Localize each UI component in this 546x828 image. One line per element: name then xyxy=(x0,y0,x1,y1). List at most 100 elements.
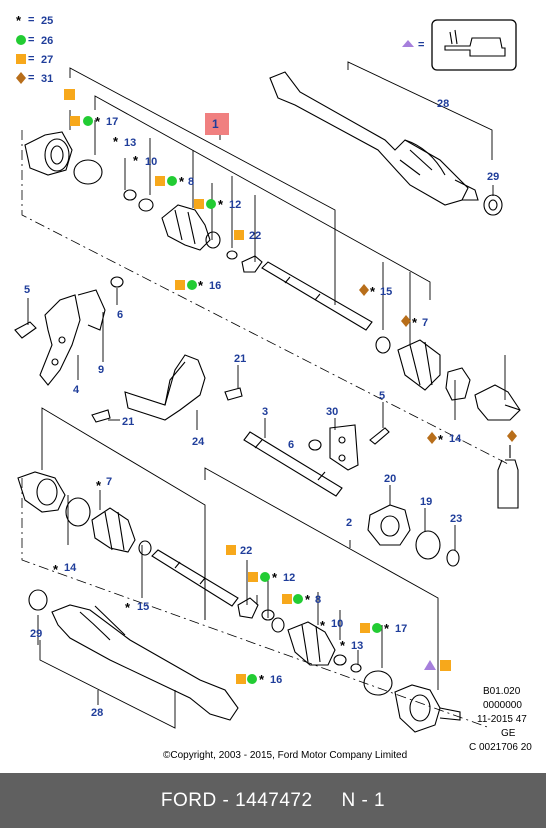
star-10a: * xyxy=(133,153,139,168)
marker-green-17a xyxy=(83,116,93,126)
clip-15-lower xyxy=(138,540,152,556)
drawing-meta: B01.020 0000000 11-2015 47 GE C 0021706 … xyxy=(469,686,532,753)
grease-tube xyxy=(497,445,519,509)
callout-21-right: 21 xyxy=(234,353,246,365)
star-13a: * xyxy=(113,134,119,149)
clamp-17-upper xyxy=(73,159,103,185)
meta-line-4: GE xyxy=(501,728,516,739)
lower-intermediate-shaft xyxy=(151,549,239,607)
star-16a: * xyxy=(198,278,204,293)
nut-6 xyxy=(110,276,124,288)
star-14a: * xyxy=(438,432,444,447)
bolt-5-left xyxy=(14,321,37,339)
marker-orange-22a xyxy=(234,230,244,240)
marker-orange-22b xyxy=(226,545,236,555)
legend-equals-3: = xyxy=(28,53,34,65)
legend-equals-1: = xyxy=(28,14,34,26)
callout-16-lower: 16 xyxy=(270,674,282,686)
clip-16-lower xyxy=(237,597,259,619)
callout-28-upper: 28 xyxy=(437,98,449,110)
callout-2: 2 xyxy=(346,517,352,529)
callout-6-mid: 6 xyxy=(288,439,294,451)
footer-bar: FORD - 1447472 N - 1 xyxy=(0,773,546,828)
star-15b: * xyxy=(125,600,131,615)
star-8a: * xyxy=(179,174,185,189)
footer-quantity: N - 1 xyxy=(341,789,386,811)
star-15a: * xyxy=(370,284,376,299)
clamp-12-lower xyxy=(271,617,285,633)
upper-outer-joint xyxy=(445,367,521,421)
upper-outer-shaft xyxy=(269,61,503,216)
lower-boot-7 xyxy=(91,507,136,553)
callout-12-upper: 12 xyxy=(229,199,241,211)
support-bracket-30 xyxy=(329,424,359,471)
upper-boot-7 xyxy=(397,339,441,391)
callout-14-lower: 14 xyxy=(64,562,77,574)
callout-7-lower: 7 xyxy=(106,476,112,488)
marker-orange-17b xyxy=(360,623,370,633)
legend-diamond-icon xyxy=(16,72,26,84)
legend-equals-4: = xyxy=(28,72,34,84)
callout-22-upper: 22 xyxy=(249,230,261,242)
bolt-5-mid xyxy=(369,427,390,445)
marker-orange-16b xyxy=(236,674,246,684)
callout-5-mid: 5 xyxy=(379,390,385,402)
meta-line-3: 11-2015 47 xyxy=(477,714,527,725)
circlip-13-lower xyxy=(350,663,362,673)
marker-orange-lower-joint xyxy=(440,660,451,671)
callout-15-upper: 15 xyxy=(380,286,392,298)
marker-orange-8b xyxy=(282,594,292,604)
inset-hand-icon xyxy=(449,29,458,45)
legend-green-dot-icon xyxy=(16,35,26,45)
callout-17-upper: 17 xyxy=(106,116,118,128)
star-14b: * xyxy=(53,562,59,577)
marker-green-16b xyxy=(247,674,257,684)
upper-inner-joint xyxy=(24,131,73,176)
clamp-14-lower xyxy=(65,497,91,527)
marker-orange-12a xyxy=(194,199,204,209)
ring-23 xyxy=(446,549,460,567)
center-axis-line-lower xyxy=(21,478,491,729)
star-10b: * xyxy=(320,618,326,633)
marker-diamond-14a xyxy=(427,432,437,444)
star-12b: * xyxy=(272,570,278,585)
star-12a: * xyxy=(218,197,224,212)
footer-brand: FORD xyxy=(160,789,217,811)
marker-diamond-grease xyxy=(507,430,517,442)
callout-15-lower: 15 xyxy=(137,601,149,613)
circlip-13-upper xyxy=(123,189,137,201)
nut-6-mid xyxy=(308,439,322,451)
marker-diamond-15a xyxy=(359,284,369,296)
callout-14-upper: 14 xyxy=(449,433,462,445)
callout-10-upper: 10 xyxy=(145,156,157,168)
callout-13-lower: 13 xyxy=(351,640,363,652)
callout-17-lower: 17 xyxy=(395,623,407,635)
callout-7-upper: 7 xyxy=(422,317,428,329)
upper-assembly-leaders xyxy=(69,67,506,420)
inset-equals: = xyxy=(418,39,424,51)
callout-5-left: 5 xyxy=(24,284,30,296)
marker-orange-12b xyxy=(248,572,258,582)
callout-1: 1 xyxy=(212,117,219,131)
marker-triangle-lower xyxy=(424,660,436,670)
callout-23: 23 xyxy=(450,513,462,525)
heat-shield-24 xyxy=(124,354,206,421)
inset-triangle-icon xyxy=(402,40,414,47)
callout-24: 24 xyxy=(192,436,205,448)
star-8b: * xyxy=(305,592,311,607)
footer-gap xyxy=(313,790,342,812)
bolt-21-left xyxy=(91,409,111,423)
meta-line-1: B01.020 xyxy=(483,686,521,697)
marker-orange-16a xyxy=(175,280,185,290)
callout-3: 3 xyxy=(262,406,268,418)
inset-box xyxy=(431,19,517,71)
legend-orange-value: 27 xyxy=(41,54,53,66)
marker-green-8b xyxy=(293,594,303,604)
marker-green-16a xyxy=(187,280,197,290)
callout-8-lower: 8 xyxy=(315,594,321,606)
callout-6: 6 xyxy=(117,309,123,321)
footer-separator: - xyxy=(216,789,236,811)
nut-29-lower xyxy=(28,589,48,611)
marker-diamond-7a xyxy=(401,315,411,327)
callout-12-lower: 12 xyxy=(283,572,295,584)
